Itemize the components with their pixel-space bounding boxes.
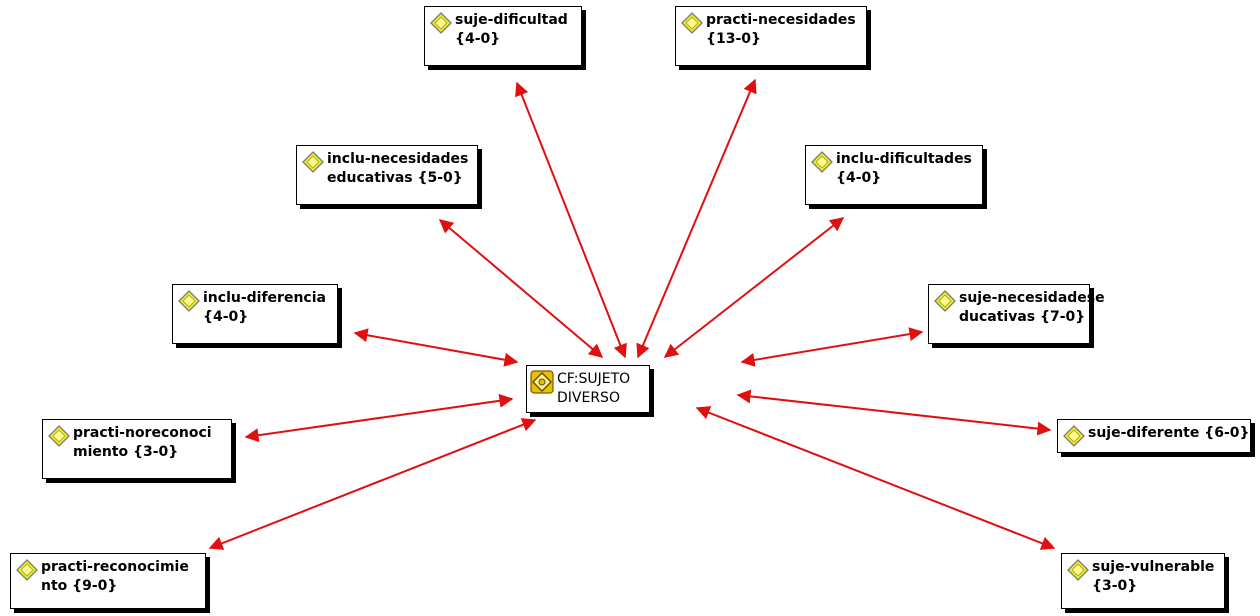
node-label-line1: practi-noreconoci bbox=[73, 425, 212, 441]
code-icon bbox=[1067, 559, 1089, 581]
node-practi-reconocimiento[interactable]: practi-reconocimie nto {9-0} bbox=[10, 553, 206, 609]
code-icon bbox=[681, 12, 703, 34]
node-label-line1: suje-diferente {6-0} bbox=[1088, 425, 1250, 441]
node-inclu-dificultades[interactable]: inclu-dificultades {4-0} bbox=[805, 145, 983, 205]
node-label-line2: {4-0} bbox=[455, 31, 501, 47]
node-label-line1: inclu-dificultades bbox=[836, 151, 972, 167]
node-label-line2: miento {3-0} bbox=[73, 444, 179, 460]
code-icon bbox=[16, 559, 38, 581]
edge-inclu-diferencia bbox=[353, 328, 519, 367]
node-label-line2: {3-0} bbox=[1092, 578, 1138, 594]
code-icon bbox=[302, 151, 324, 173]
node-suje-vulnerable[interactable]: suje-vulnerable {3-0} bbox=[1061, 553, 1225, 609]
node-suje-necesidadeseducativas[interactable]: suje-necesidadese ducativas {7-0} bbox=[928, 284, 1105, 344]
node-label-line2: educativas {5-0} bbox=[327, 170, 463, 186]
node-suje-dificultad[interactable]: suje-dificultad {4-0} bbox=[424, 6, 582, 66]
center-node-sujeto-diverso[interactable]: CF:SUJETO DIVERSO bbox=[526, 365, 650, 413]
node-label-line2: {4-0} bbox=[203, 309, 249, 325]
node-label-line1: suje-dificultad bbox=[455, 12, 568, 28]
code-icon bbox=[934, 290, 956, 312]
center-node-label-line1: CF:SUJETO bbox=[557, 371, 631, 387]
node-inclu-necesidades-educativas[interactable]: inclu-necesidades educativas {5-0} bbox=[296, 145, 478, 205]
node-label-line1: inclu-necesidades bbox=[327, 151, 469, 167]
node-label-line1: inclu-diferencia bbox=[203, 290, 326, 306]
code-icon bbox=[1063, 425, 1085, 447]
node-practi-necesidades[interactable]: practi-necesidades {13-0} bbox=[675, 6, 867, 66]
code-icon bbox=[178, 290, 200, 312]
node-inclu-diferencia[interactable]: inclu-diferencia {4-0} bbox=[172, 284, 338, 344]
edge-suje-necesidadeseducativas bbox=[740, 327, 924, 367]
edge-practi-necesidades bbox=[636, 78, 757, 359]
edge-practi-reconocimiento bbox=[208, 418, 537, 550]
center-node-label-line2: DIVERSO bbox=[557, 390, 620, 406]
code-icon bbox=[48, 425, 70, 447]
node-suje-diferente[interactable]: suje-diferente {6-0} bbox=[1057, 419, 1251, 453]
node-label-line1: suje-vulnerable bbox=[1092, 559, 1215, 575]
node-label-line1: practi-reconocimie bbox=[41, 559, 189, 575]
node-label-line1: suje-necesidadese bbox=[959, 290, 1105, 306]
edge-suje-dificultad bbox=[515, 81, 627, 359]
edge-inclu-dificultades bbox=[663, 217, 845, 358]
code-icon bbox=[811, 151, 833, 173]
node-label-line1: practi-necesidades bbox=[706, 12, 856, 28]
node-label-line2: {4-0} bbox=[836, 170, 882, 186]
code-icon bbox=[430, 12, 452, 34]
node-label-line2: {13-0} bbox=[706, 31, 761, 47]
edge-suje-diferente bbox=[736, 389, 1052, 436]
family-icon bbox=[530, 370, 554, 394]
node-label-line2: ducativas {7-0} bbox=[959, 309, 1086, 325]
edge-practi-noreconocimiento bbox=[244, 393, 514, 443]
node-practi-noreconocimiento[interactable]: practi-noreconoci miento {3-0} bbox=[42, 419, 232, 479]
edge-suje-vulnerable bbox=[695, 406, 1056, 550]
edge-inclu-necesidades-educativas bbox=[438, 219, 604, 358]
node-label-line2: nto {9-0} bbox=[41, 578, 118, 594]
